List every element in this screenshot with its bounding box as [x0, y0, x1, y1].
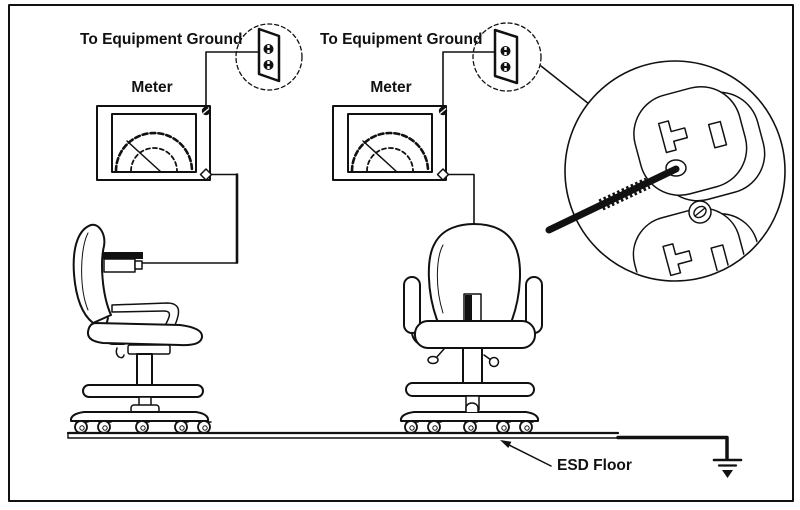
chair-left-seat-mechanism	[127, 344, 171, 355]
callout-link-line	[540, 65, 590, 105]
receptacle-closeup	[545, 60, 786, 282]
chair-right-casters	[404, 420, 534, 434]
chair-left-tilt-lever	[115, 347, 125, 359]
outlet-right-top-receptacle-icon	[500, 46, 511, 56]
chair-left-base	[69, 411, 210, 422]
lower-neutral-t-slot	[662, 243, 693, 277]
chair-left-seat	[86, 322, 204, 347]
chair-right-base	[399, 411, 540, 422]
meter-left-face	[111, 113, 197, 173]
wire-meter-right-to-ground	[442, 51, 498, 108]
chair-right-footring	[405, 382, 535, 397]
meter-left-top-terminal-slot	[202, 108, 210, 114]
ground-test-probe	[545, 165, 680, 234]
chair-left-backrest-contour	[81, 232, 89, 311]
center-screw-icon	[688, 200, 712, 224]
chair-right-base-hub	[465, 402, 479, 412]
label-to-equipment-ground-left: To Equipment Ground	[80, 31, 242, 48]
chair-right-backrest-contour	[436, 244, 444, 314]
outlet-right-bottom-receptacle-icon	[500, 62, 511, 72]
earth-ground-icon	[712, 458, 743, 478]
outlet-right-callout-circle	[472, 22, 542, 92]
chair-right-gas-cylinder	[462, 347, 483, 385]
chair-right-seat	[414, 320, 536, 349]
meter-right-outer-scale-arc	[350, 131, 430, 173]
meter-left-bottom-terminal	[199, 168, 213, 181]
label-esd-floor: ESD Floor	[557, 457, 632, 474]
chair-left-backrest-electrode	[102, 252, 143, 273]
chair-left-backrest	[72, 223, 112, 324]
wire-meter-left-to-chair	[140, 173, 239, 264]
chair-right-armrest-left	[403, 276, 421, 334]
chair-left-footring	[82, 384, 204, 398]
outlet-left-bottom-receptacle-icon	[263, 60, 274, 70]
chair-left-casters	[74, 420, 212, 434]
probe-threaded-section	[598, 177, 651, 211]
figure-border	[8, 4, 794, 502]
wall-outlet-right	[472, 22, 542, 92]
wire-meter-left-to-ground	[205, 51, 261, 108]
outlet-right-plate	[493, 28, 519, 85]
meter-right	[332, 105, 450, 181]
outlet-left-top-receptacle-icon	[263, 44, 274, 54]
label-to-equipment-ground-right: To Equipment Ground	[320, 31, 482, 48]
meter-right-top-terminal-slot	[439, 108, 447, 114]
meter-left-needle	[126, 140, 162, 173]
meter-left-outer-scale-arc	[114, 131, 194, 173]
meter-left-inner-scale-arc	[130, 147, 178, 172]
meter-right-face	[347, 113, 433, 173]
chair-side-view	[69, 223, 212, 434]
arrow-icon	[500, 440, 512, 448]
label-meter-left: Meter	[131, 79, 172, 96]
meter-left	[96, 105, 213, 181]
wall-outlet-left	[235, 23, 303, 91]
upper-neutral-t-slot	[657, 120, 689, 154]
outlet-left-callout-circle	[235, 23, 303, 91]
esd-floor	[66, 431, 620, 439]
esd-floor-pointer	[500, 440, 552, 467]
meter-right-inner-scale-arc	[366, 147, 414, 172]
floor-ground-wire	[616, 435, 729, 460]
chair-right-adjust-levers	[427, 348, 500, 368]
meter-right-needle	[362, 140, 398, 173]
upper-hot-slot	[707, 120, 728, 149]
chair-front-view	[399, 223, 543, 434]
meter-right-bottom-terminal	[436, 168, 450, 181]
chair-left-gas-cylinder	[136, 353, 153, 388]
label-meter-right: Meter	[370, 79, 411, 96]
outlet-left-plate	[257, 27, 281, 83]
